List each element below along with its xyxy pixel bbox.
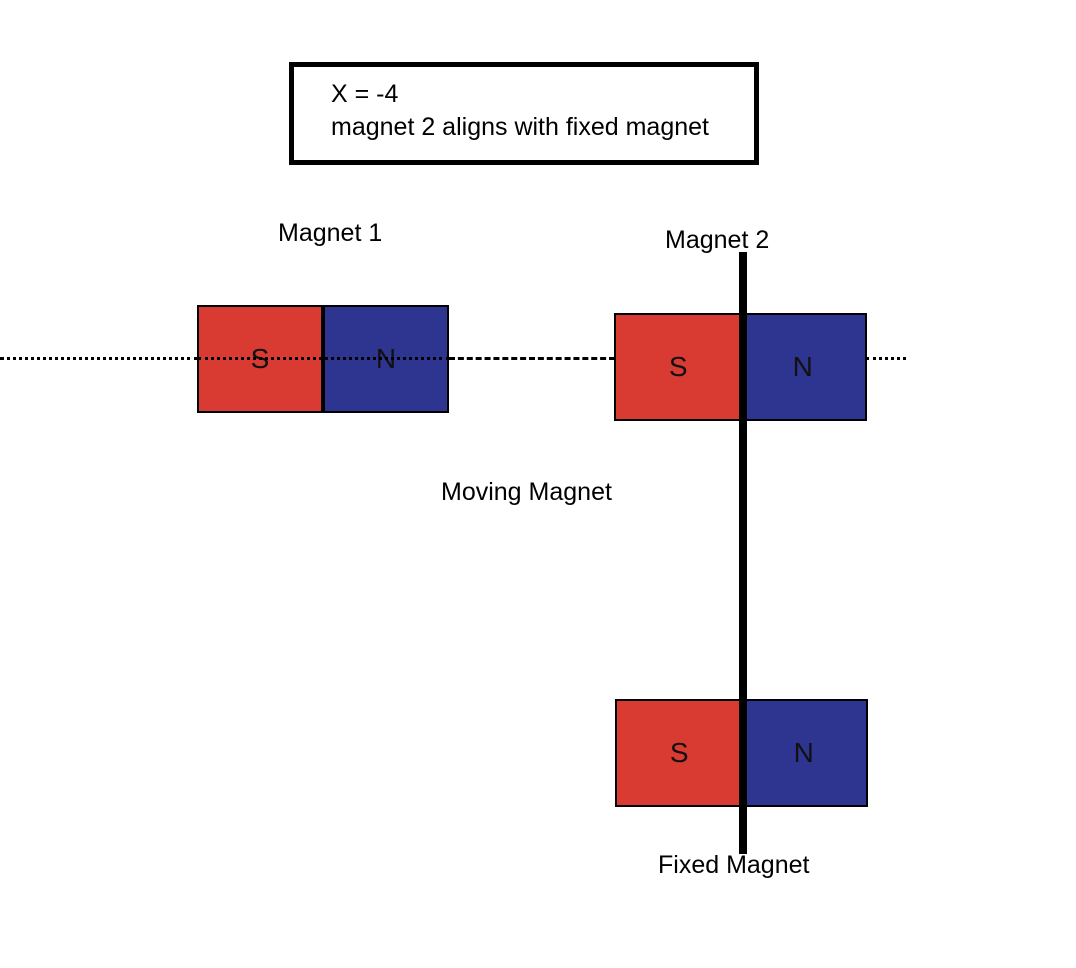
alignment-line-right xyxy=(866,357,906,360)
x-value-text: X = -4 xyxy=(331,80,399,108)
alignment-note: magnet 2 aligns with fixed magnet xyxy=(331,113,709,141)
magnet-2-north-pole: N xyxy=(740,315,865,419)
magnet-1-label: Magnet 1 xyxy=(278,219,383,247)
magnet-2-label: Magnet 2 xyxy=(665,226,770,254)
alignment-line-middle xyxy=(449,357,615,360)
fixed-magnet-north-pole: N xyxy=(741,701,866,805)
fixed-magnet-label: Fixed Magnet xyxy=(658,851,810,879)
magnet-2-south-pole: S xyxy=(616,315,741,419)
moving-magnet-label: Moving Magnet xyxy=(441,478,612,506)
magnet-2-north-label: N xyxy=(792,351,813,382)
magnet-2-south-label: S xyxy=(668,351,688,382)
fixed-magnet-south-label: S xyxy=(669,737,689,768)
fixed-magnet-south-pole: S xyxy=(617,701,742,805)
fixed-magnet-north-label: N xyxy=(793,737,814,768)
alignment-line-through-magnet-1 xyxy=(198,357,449,360)
info-box: X = -4 magnet 2 aligns with fixed magnet xyxy=(289,62,759,165)
alignment-line-left xyxy=(0,357,198,360)
vertical-axle xyxy=(739,252,747,854)
